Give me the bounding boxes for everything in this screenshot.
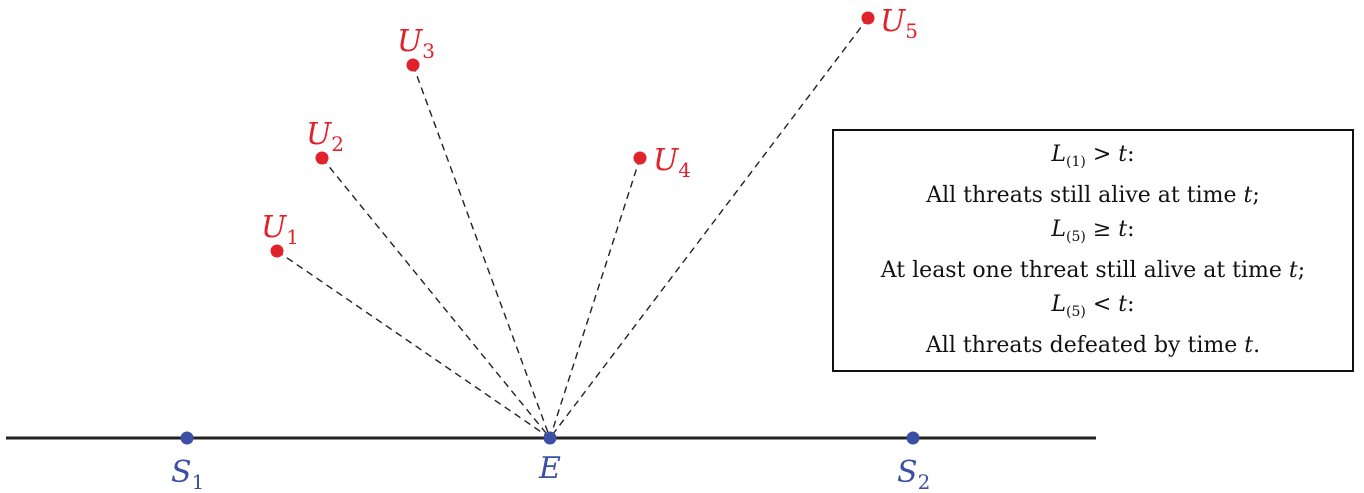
connector-u3-to-e bbox=[412, 64, 551, 439]
legend-line-6: All threats defeated by time t. bbox=[925, 333, 1261, 358]
base-point-s1 bbox=[180, 431, 194, 445]
connector-u2-to-e bbox=[321, 157, 551, 439]
base-label-e: E bbox=[538, 451, 561, 486]
threat-point-u5 bbox=[861, 11, 875, 25]
threat-point-u4 bbox=[633, 151, 647, 165]
connector-u1-to-e bbox=[276, 250, 551, 439]
threat-point-u3 bbox=[406, 58, 420, 72]
legend-box: L(1) > t: All threats still alive at tim… bbox=[832, 129, 1354, 372]
threat-label-u5: U5 bbox=[880, 4, 918, 43]
dashed-connectors bbox=[276, 17, 869, 439]
base-point-e bbox=[543, 431, 557, 445]
points bbox=[180, 11, 920, 445]
threat-point-u1 bbox=[270, 244, 284, 258]
threat-label-u3: U3 bbox=[397, 24, 435, 63]
threat-label-u1: U1 bbox=[261, 210, 299, 249]
base-label-s1: S1 bbox=[171, 455, 204, 493]
connector-u4-to-e bbox=[549, 157, 641, 439]
base-point-s2 bbox=[906, 431, 920, 445]
threat-label-u2: U2 bbox=[306, 117, 344, 156]
legend-line-5: L(5) < t: bbox=[1051, 292, 1135, 320]
legend-line-4: At least one threat still alive at time … bbox=[880, 258, 1306, 283]
threat-label-u4: U4 bbox=[653, 143, 691, 182]
legend-line-3: L(5) ≥ t: bbox=[1051, 217, 1135, 245]
threat-point-u2 bbox=[315, 151, 329, 165]
connector-u5-to-e bbox=[549, 17, 869, 439]
base-label-s2: S2 bbox=[897, 455, 930, 493]
legend-line-2: All threats still alive at time t; bbox=[926, 183, 1260, 208]
legend-line-1: L(1) > t: bbox=[1051, 142, 1135, 170]
